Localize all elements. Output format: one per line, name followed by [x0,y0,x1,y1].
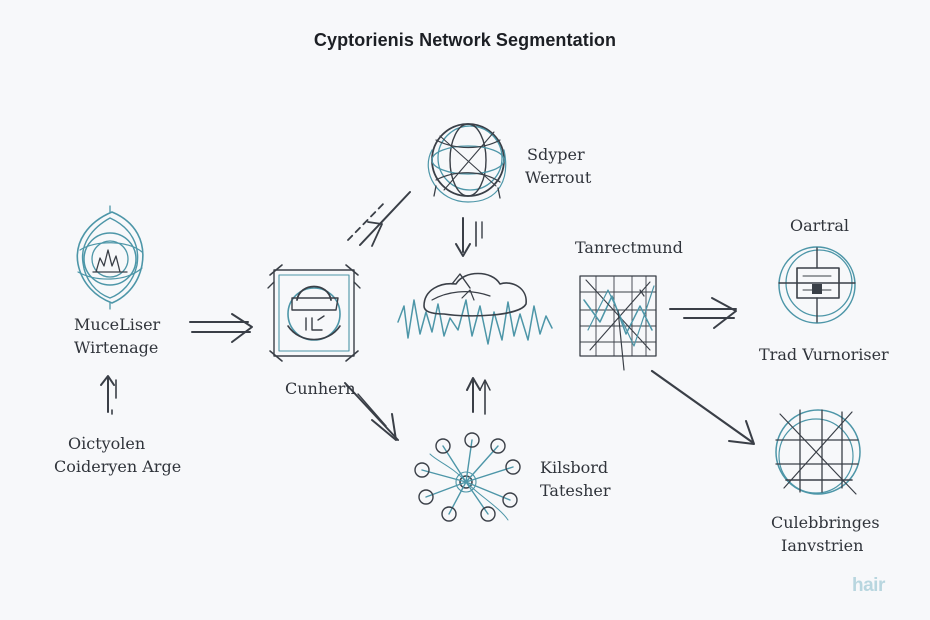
node-label-culebbringes-line1: Culebbringes [771,513,880,532]
arrow-cunhern-to-sdyper [347,191,411,247]
arrow-sdyper-to-center [455,217,483,257]
node-label-sdyper-line1: Sdyper [527,145,585,164]
node-label-kilsbord: Kilsbord Tatesher [540,456,611,502]
node-label-oictyolen-line2: Coideryen Arge [54,457,182,476]
node-label-kilsbord-line2: Tatesher [540,481,611,500]
node-label-tanrectmund-line1: Tanrectmund [575,238,683,257]
arrow-cunhern-to-kilsbord [344,382,399,441]
node-label-muceliser: MuceLiser Wirtenage [74,313,160,359]
arrow-oictyolen-to-muceliser [100,375,117,415]
node-label-tanrectmund: Tanrectmund [575,236,683,259]
arrow-muceliser-to-cunhern [189,313,253,343]
node-label-cunhern-line1: Cunhern [285,379,356,398]
crossed-grid-icon[interactable] [775,409,861,495]
wave-cloud-icon[interactable] [397,272,553,345]
arrow-kilsbord-to-center [466,377,491,415]
node-label-oartral-line1: Oartral [790,216,850,235]
hub-network-icon[interactable] [414,432,521,522]
node-label-kilsbord-line1: Kilsbord [540,458,609,477]
diagram-title: Cyptorienis Network Segmentation [313,30,617,50]
watermark-logo: hair [852,575,885,596]
globe-icon[interactable] [427,123,507,203]
lock-frame-icon[interactable] [267,264,361,362]
node-label-sdyper: Sdyper Werrout [525,143,591,189]
node-label-oictyolen-line1: Oi̇ctyolen [68,434,146,453]
node-label-sdyper-line2: Werrout [525,168,592,187]
node-label-oartral-title: Oartral [790,214,849,237]
node-label-oictyolen: Oi̇ctyolen Coideryen Arge [54,432,181,478]
node-label-culebbringes: Culebbringes Ianvstrien [771,511,880,557]
node-label-muceliser-line2: Wirtenage [74,338,159,357]
arrow-tanrectmund-to-culebbringes [650,369,755,445]
router-circle-icon[interactable] [778,246,856,324]
shield-network-icon[interactable] [76,205,144,310]
grid-chart-icon[interactable] [579,275,657,371]
node-label-oartral-subtitle: Trad Vurnoriser [759,343,889,366]
node-label-oartral-line2: Trad Vurnoriser [759,345,889,364]
node-label-culebbringes-line2: Ianvstrien [781,536,864,555]
node-label-muceliser-line1: MuceLiser [74,315,161,334]
arrow-tanrectmund-to-oartral [669,297,737,329]
node-label-cunhern: Cunhern [285,377,356,400]
